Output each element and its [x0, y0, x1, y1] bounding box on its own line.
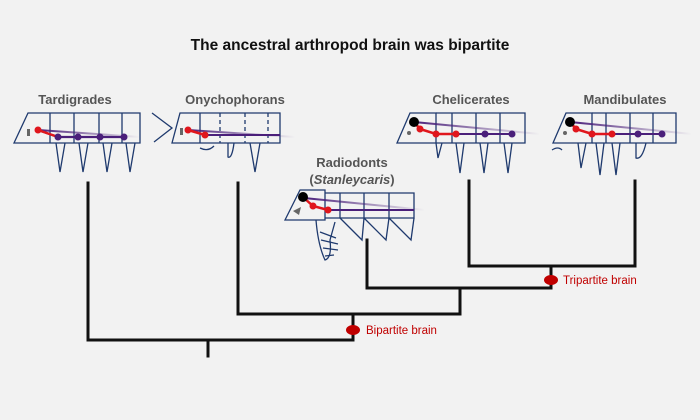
label-mandibulates: Mandibulates [583, 92, 666, 107]
label-radiodonts: Radiodonts [316, 155, 388, 170]
branch-chelicerates [458, 179, 553, 290]
label-tripartite-brain: Tripartite brain [563, 275, 637, 287]
genus-name: Stanleycaris [314, 172, 391, 187]
bipartite-node-marker [346, 325, 360, 335]
tardigrade-illustration [12, 112, 141, 173]
tripartite-node-marker [544, 275, 558, 285]
chelicerate-illustration [396, 112, 541, 174]
branch-radiodonts [351, 238, 462, 316]
figure-title: The ancestral arthropod brain was bipart… [191, 37, 510, 54]
label-radiodonts-genus: (Stanleycaris) [309, 172, 394, 187]
label-chelicerates: Chelicerates [432, 92, 509, 107]
onychophoran-illustration [151, 112, 296, 173]
label-tardigrades: Tardigrades [38, 92, 111, 107]
label-onychophorans: Onychophorans [185, 92, 285, 107]
branch-mandibulates [549, 179, 637, 268]
radiodont-illustration [283, 189, 426, 261]
phylogenetic-tree [86, 179, 637, 358]
mandibulate-illustration [551, 112, 693, 176]
label-bipartite-brain: Bipartite brain [366, 325, 437, 337]
